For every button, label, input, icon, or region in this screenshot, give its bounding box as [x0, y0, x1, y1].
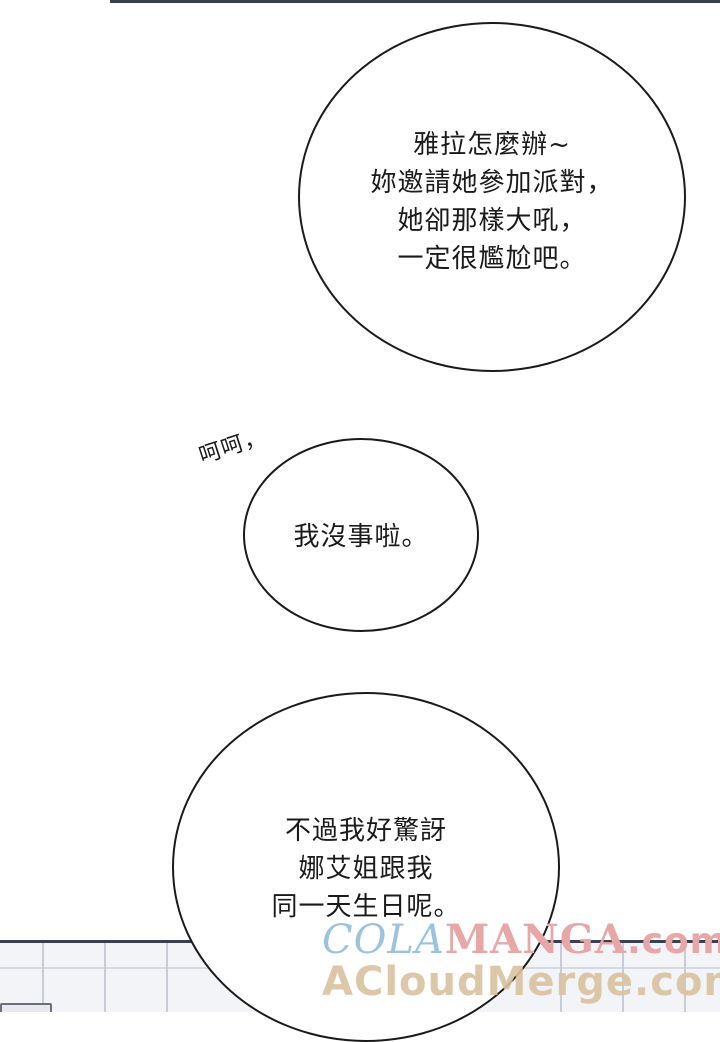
- speech-bubble-bottom-text: 不過我好驚訝 娜艾姐跟我 同一天生日呢。: [174, 812, 558, 926]
- floor-grout-line: [560, 943, 562, 1012]
- bubble-line: 我沒事啦。: [293, 522, 429, 552]
- watermark-brand-part1: COLA: [322, 917, 445, 963]
- bubble-line: 一定很尷尬吧。: [397, 244, 587, 274]
- panel-top-border: [110, 0, 720, 3]
- speech-bubble-bottom: 不過我好驚訝 娜艾姐跟我 同一天生日呢。: [172, 692, 560, 1042]
- bubble-line: 不過我好驚訝: [284, 816, 447, 846]
- watermark-brand: COLAMANGA.com: [322, 918, 720, 964]
- floor-grout-line: [684, 943, 686, 1012]
- bubble-line: 同一天生日呢。: [271, 892, 461, 922]
- bubble-line: 娜艾姐跟我: [298, 854, 434, 884]
- watermark-brand-part2: MANGA: [444, 916, 627, 963]
- floor-grout-line: [42, 943, 44, 1012]
- floor-grout-line: [622, 943, 624, 1012]
- bubble-line: 她卻那樣大吼，: [397, 206, 587, 236]
- speech-bubble-top: 雅拉怎麼辦~ 妳邀請她參加派對， 她卻那樣大吼， 一定很尷尬吧。: [298, 22, 686, 372]
- floor-ledge: [0, 1003, 52, 1012]
- watermark-domain-suffix: .com: [626, 921, 720, 962]
- watermark-line2: ACloudMerge.com: [322, 959, 720, 1005]
- speech-bubble-middle-text: 我沒事啦。: [245, 518, 477, 556]
- laugh-sfx: 呵呵，: [195, 423, 270, 470]
- floor-grout-line: [104, 943, 106, 1012]
- speech-bubble-middle: 我沒事啦。: [243, 438, 479, 632]
- speech-bubble-top-text: 雅拉怎麼辦~ 妳邀請她參加派對， 她卻那樣大吼， 一定很尷尬吧。: [300, 126, 684, 278]
- bubble-line: 妳邀請她參加派對，: [370, 168, 614, 198]
- bubble-line: 雅拉怎麼辦~: [413, 130, 571, 160]
- floor-grout-line: [166, 943, 168, 1012]
